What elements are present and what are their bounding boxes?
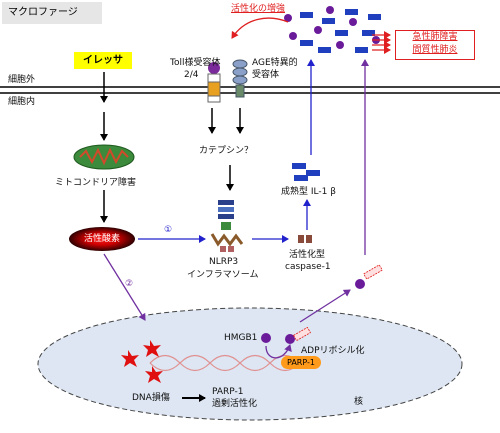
parp1-badge: PARP-1: [281, 356, 321, 369]
caspase-label-line2: caspase-1: [285, 262, 331, 272]
extracellular-label: 細胞外: [8, 75, 36, 85]
tlr-label-line2: 2/4: [184, 70, 199, 80]
tlr-label-line1: Toll様受容体: [170, 58, 221, 68]
step-2-label: ②: [125, 279, 134, 289]
caspase-label-line1: 活性化型: [289, 250, 326, 260]
intracellular-label: 細胞内: [8, 97, 36, 107]
ros-label: 活性酸素: [69, 227, 135, 251]
caspase1-icon: [298, 235, 312, 243]
adp-ribosylation-label: ADPリボシル化: [301, 346, 365, 356]
mitochondria-icon: [73, 144, 135, 170]
adp-hmgb1-cytoplasm-icon: [355, 264, 383, 289]
arrow-amplify: [231, 17, 289, 39]
arrow-nucleus-to-cytoplasm: [299, 289, 351, 323]
arrow-hmgb1-modify: [265, 344, 292, 359]
arrows-to-disease: [372, 31, 391, 54]
hmgb1-label: HMGB1: [224, 333, 258, 343]
parp-over-line2: 過剰活性化: [212, 399, 258, 409]
cell-membrane: [0, 86, 500, 94]
secreted-cytokines-icon: [284, 6, 381, 53]
il1b-icon: [292, 163, 320, 181]
amplify-label: 活性化の増強: [231, 4, 286, 14]
nucleus-label: 核: [354, 397, 364, 407]
nucleus: [37, 307, 463, 421]
disease-label-line2: 間質性肺炎: [412, 45, 458, 55]
mito-damage-label: ミトコンドリア障害: [55, 178, 137, 188]
cathepsin-label: カテプシン？: [199, 146, 254, 156]
parp-over-line1: PARP-1: [212, 387, 244, 397]
age-label-line1: AGE特異的: [252, 58, 298, 68]
disease-label-line1: 急性肺障害: [412, 32, 458, 42]
age-receptor-icon: [232, 59, 248, 98]
nlrp3-label-line2: インフラマソーム: [187, 270, 259, 280]
dna-damage-star-icon: [121, 340, 163, 383]
page-title: マクロファージ: [2, 2, 102, 24]
arrow-ros-to-nucleus: [103, 253, 146, 321]
nlrp3-inflammasome-icon: [210, 200, 244, 252]
iressa-box: イレッサ: [74, 52, 132, 69]
il1b-label: 成熟型 IL-1 β: [281, 187, 336, 197]
dna-helix: [149, 354, 301, 372]
adp-hmgb1-nuclear-icon: [285, 326, 311, 344]
hmgb1-nuclear-icon: [261, 333, 271, 343]
nlrp3-label-line1: NLRP3: [209, 257, 239, 267]
tlr-receptor-icon: [207, 62, 221, 103]
step-1-label: ①: [164, 225, 173, 235]
disease-box: 急性肺障害 間質性肺炎: [395, 30, 475, 60]
age-label-line2: 受容体: [252, 70, 280, 80]
dna-damage-label: DNA損傷: [132, 393, 170, 403]
